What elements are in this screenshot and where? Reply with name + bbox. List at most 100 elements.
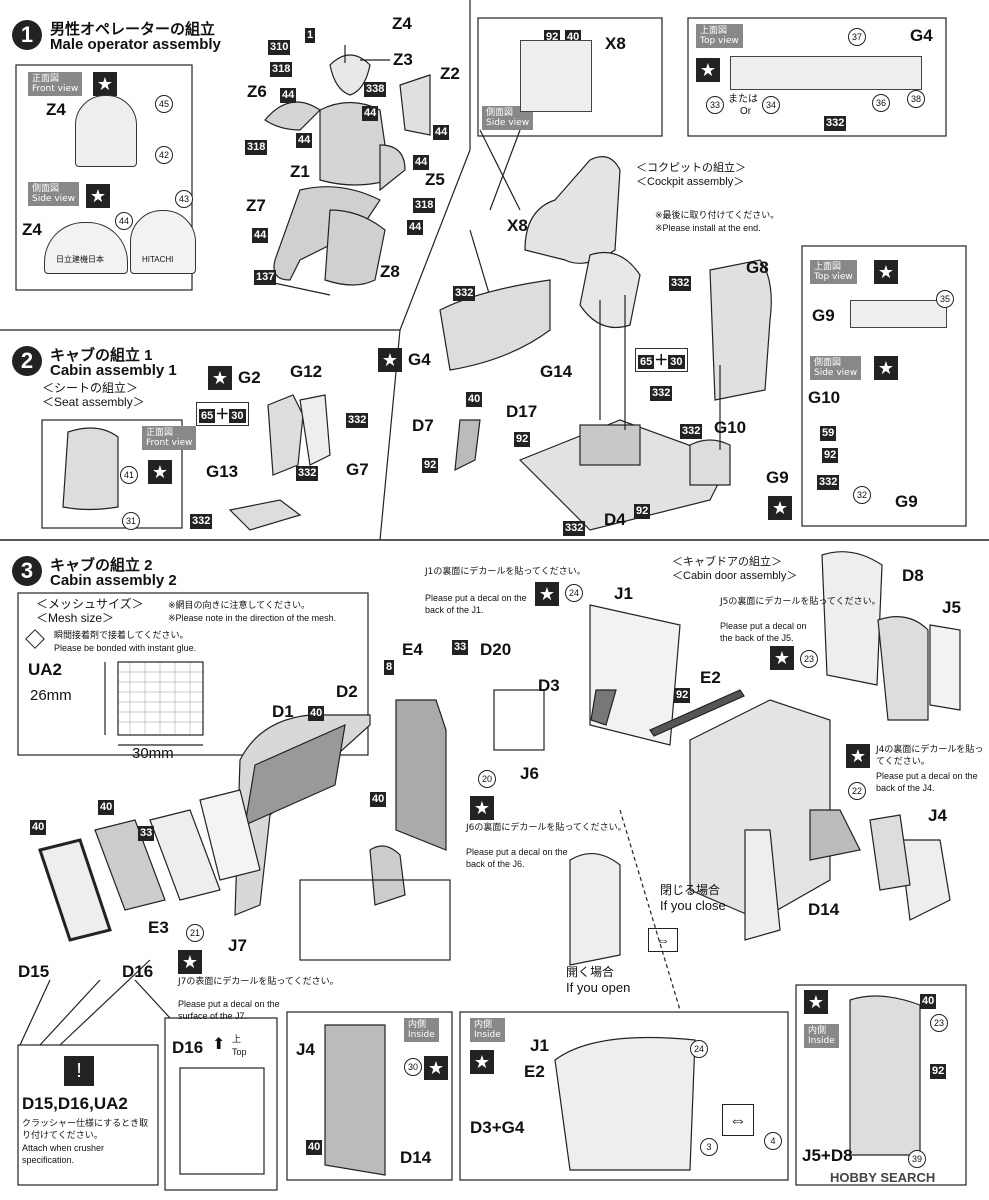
decal-42: 42 <box>155 146 173 164</box>
star-icon: ★ <box>378 348 402 372</box>
helmet-text-jp: 日立建機日本 <box>56 255 104 264</box>
d1-40: 40 <box>308 706 325 721</box>
part-j4-inside: J4 <box>296 1040 315 1059</box>
decal-33: 33 <box>706 96 724 114</box>
part-g4-top: G4 <box>910 26 933 45</box>
part-e4: E4 <box>402 640 423 659</box>
j6-note-en: Please put a decal on the back of the J6… <box>466 847 568 869</box>
part-j1-inside: J1 <box>530 1036 549 1055</box>
mesh-title-jp: ＜メッシュサイズ＞ <box>36 597 144 611</box>
or-en: Or <box>740 106 752 117</box>
swap-arrow-icon-2: ⇔ <box>722 1104 754 1136</box>
star-icon: ★ <box>696 58 720 82</box>
crusher-parts: D15,D16,UA2 <box>22 1094 128 1113</box>
part-z4: Z4 <box>46 100 66 119</box>
top-jp: 上 <box>232 1035 242 1045</box>
part-number-44e: 44 <box>413 155 430 170</box>
crusher-jp: クラッシャー仕様にするとき取り付けてください。 <box>22 1119 149 1141</box>
j7-note-en: Please put a decal on the surface of the… <box>178 999 280 1021</box>
j1-note-jp: J1の裏面にデカールを貼ってください。 <box>425 567 586 577</box>
part-number-44b: 44 <box>362 106 379 121</box>
star-icon: ★ <box>208 366 232 390</box>
or-jp: または <box>728 94 758 105</box>
part-g4: G4 <box>408 350 431 369</box>
g4-top-sketch <box>730 56 922 90</box>
cockpit-title-en: ＜Cockpit assembly＞ <box>636 176 745 188</box>
part-x8-side: X8 <box>605 34 626 53</box>
star-icon: ★ <box>148 460 172 484</box>
door-title-en: ＜Cabin door assembly＞ <box>672 570 798 582</box>
part-number-310: 310 <box>268 40 291 55</box>
j1-note-en: Please put a decal on the back of the J1… <box>425 593 527 615</box>
part-e2-inside: E2 <box>524 1062 545 1081</box>
star-icon: ★ <box>86 184 110 208</box>
decal-35: 35 <box>936 290 954 308</box>
j5-note-jp: J5の裏面にデカールを貼ってください。 <box>720 597 881 607</box>
d4-92: 92 <box>634 504 651 519</box>
mesh-width: 30mm <box>132 745 174 762</box>
part-number-44a: 44 <box>280 88 297 103</box>
d16-40: 40 <box>98 800 115 815</box>
decal-4: 4 <box>764 1132 782 1150</box>
part-z4-op: Z4 <box>392 14 412 33</box>
step2-title-en: Cabin assembly 1 <box>50 362 177 379</box>
step1-title-en: Male operator assembly <box>50 36 221 53</box>
star-icon: ★ <box>804 990 828 1014</box>
glue-jp: 瞬間接着剤で接着してください。 <box>54 631 189 641</box>
mesh-height: 26mm <box>30 687 72 704</box>
g10-59: 59 <box>820 426 837 441</box>
decal-43: 43 <box>175 190 193 208</box>
star-icon: ★ <box>470 1050 494 1074</box>
g10-92: 92 <box>822 448 839 463</box>
d8-40: 40 <box>920 994 937 1009</box>
mesh-note-en: ※Please note in the direction of the mes… <box>168 613 337 623</box>
cockpit-332b: 332 <box>669 276 692 291</box>
crusher-en: Attach when crusher specification. <box>22 1143 105 1165</box>
part-j1: J1 <box>614 584 633 603</box>
seat-332b: 332 <box>296 466 319 481</box>
star-icon: ★ <box>535 582 559 606</box>
part-number-318: 318 <box>270 62 293 77</box>
decal-24-inside: 24 <box>690 1040 708 1058</box>
part-g8: G8 <box>746 258 769 277</box>
attention-icon: ! <box>64 1056 94 1086</box>
part-number-44c: 44 <box>433 125 450 140</box>
decal-24: 24 <box>565 584 583 602</box>
part-g7: G7 <box>346 460 369 479</box>
part-j5-d8: J5+D8 <box>802 1146 853 1165</box>
part-number-1: 1 <box>305 28 316 43</box>
decal-23-inside: 23 <box>930 1014 948 1032</box>
g4-332: 332 <box>824 116 847 131</box>
g14-332: 332 <box>650 386 673 401</box>
part-d4: D4 <box>604 510 626 529</box>
part-g9-side: G9 <box>895 492 918 511</box>
part-z1: Z1 <box>290 162 310 181</box>
part-number-338: 338 <box>364 82 387 97</box>
seat-title-en: ＜Seat assembly＞ <box>42 395 145 409</box>
step1-title-jp: 男性オペレーターの組立 <box>50 21 216 38</box>
d17-92: 92 <box>514 432 531 447</box>
decal-45: 45 <box>155 95 173 113</box>
decal-44: 44 <box>115 212 133 230</box>
close-jp: 閉じる場合 <box>660 883 721 897</box>
watermark: HOBBY SEARCH <box>830 1170 936 1185</box>
d4-332: 332 <box>563 521 586 536</box>
mesh-title-en: ＜Mesh size＞ <box>36 611 115 625</box>
part-g9-top: G9 <box>812 306 835 325</box>
install-note-jp: ※最後に取り付けてください。 <box>655 211 780 221</box>
part-g12: G12 <box>290 362 323 381</box>
part-j4: J4 <box>928 806 947 825</box>
helmet-front <box>75 95 137 167</box>
part-d8: D8 <box>902 566 924 585</box>
part-number-44f: 44 <box>252 228 269 243</box>
d7-40: 40 <box>466 392 483 407</box>
decal-37: 37 <box>848 28 866 46</box>
part-d7: D7 <box>412 416 434 435</box>
decal-34: 34 <box>762 96 780 114</box>
star-icon: ★ <box>846 744 870 768</box>
star-icon: ★ <box>770 646 794 670</box>
